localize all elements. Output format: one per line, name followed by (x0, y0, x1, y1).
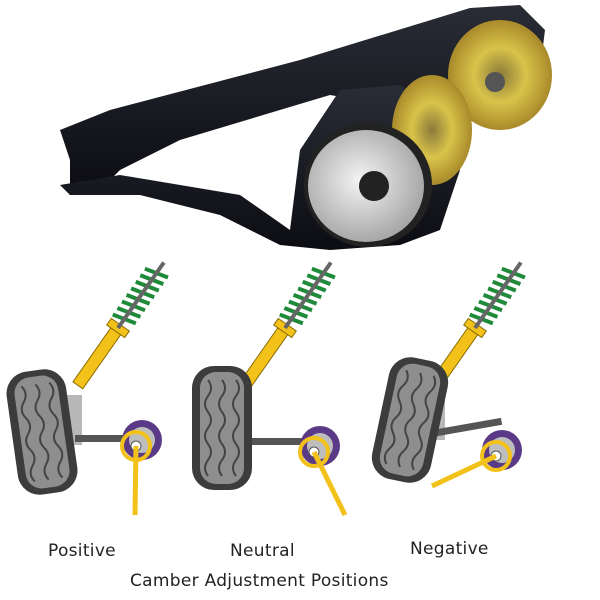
label-positive: Positive (48, 541, 116, 561)
diagram-negative (366, 253, 533, 489)
diagram-positive (2, 253, 176, 516)
diagram-neutral (191, 253, 348, 517)
label-neutral: Neutral (230, 541, 295, 561)
control-arm-photo (60, 5, 552, 250)
caption: Camber Adjustment Positions (130, 571, 389, 591)
label-negative: Negative (410, 539, 489, 559)
